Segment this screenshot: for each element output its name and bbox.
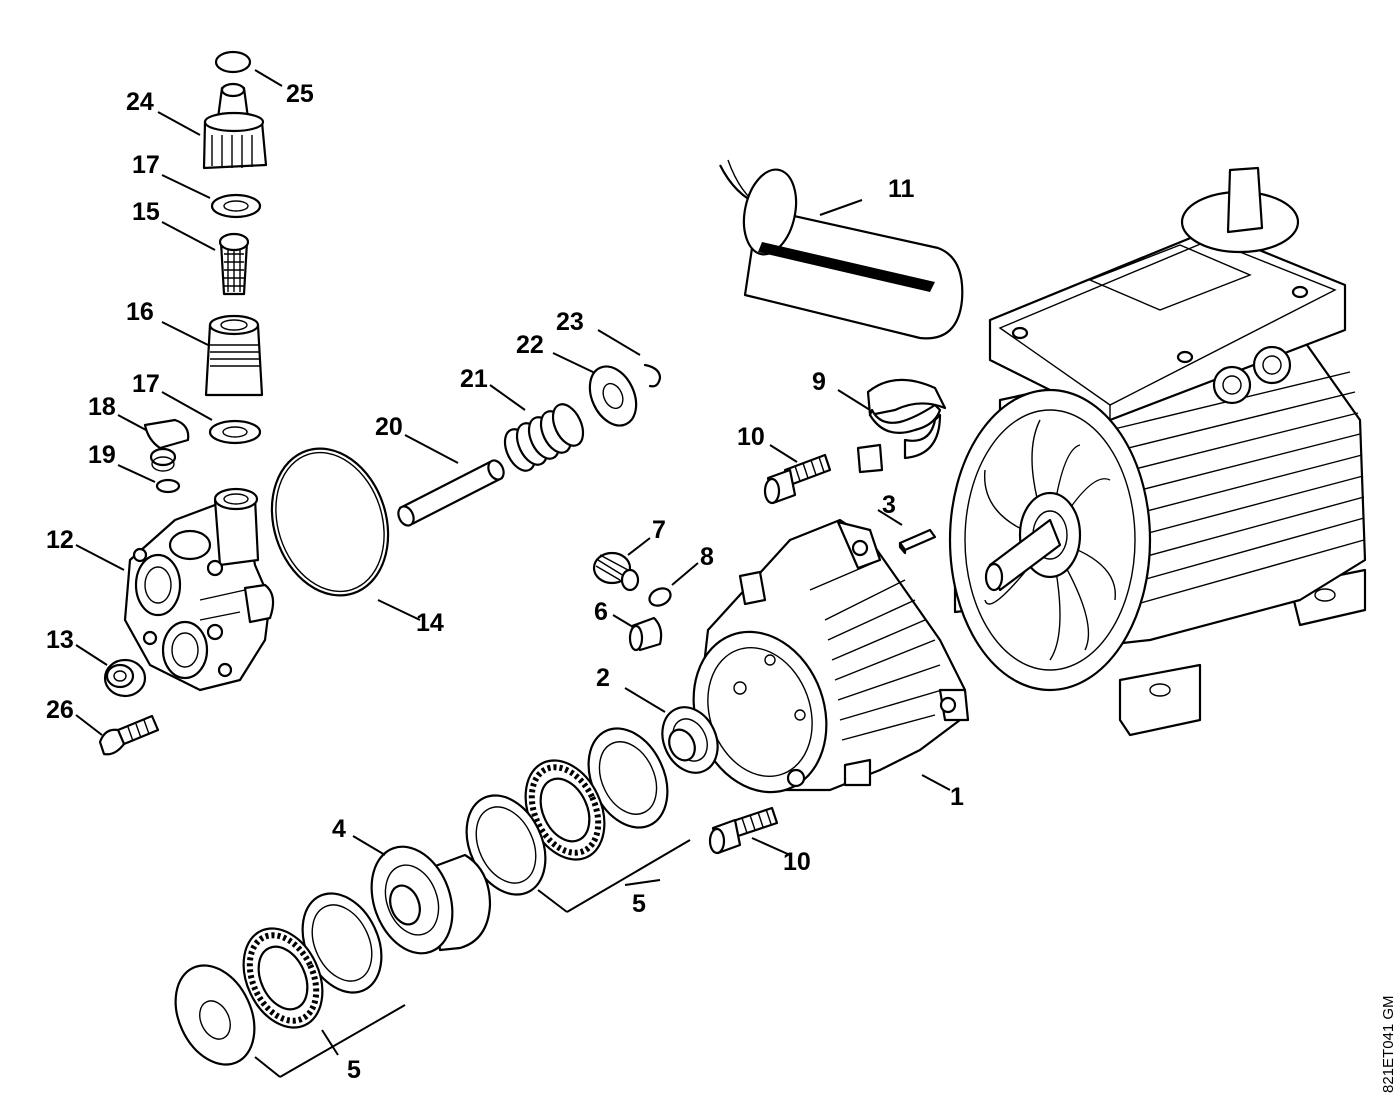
callout-14: 14 (416, 609, 444, 637)
callout-20: 20 (375, 413, 403, 441)
part-5-thrust-washer-lower-b (174, 964, 256, 1066)
part-24-hose-connector (202, 82, 268, 170)
callout-25: 25 (286, 80, 314, 108)
part-8-o-ring (648, 587, 672, 607)
callout-9: 9 (812, 368, 826, 396)
part-25-o-ring (214, 50, 252, 74)
callout-15: 15 (132, 198, 160, 226)
part-21-spring (503, 403, 585, 472)
drawing-code: 821ET041 GM (1380, 995, 1397, 1093)
part-10-bolt-upper (763, 453, 832, 505)
part-10-bolt-lower (708, 806, 779, 855)
callout-22: 22 (516, 331, 544, 359)
callout-5-lower: 5 (347, 1056, 361, 1084)
part-14-o-ring-large (270, 447, 390, 597)
callout-2: 2 (596, 664, 610, 692)
callout-17-upper: 17 (132, 151, 160, 179)
part-13-valve (103, 658, 147, 698)
part-6-sleeve (628, 616, 663, 652)
callout-23: 23 (556, 308, 584, 336)
part-7-plug (592, 551, 640, 592)
callout-8: 8 (700, 543, 714, 571)
callout-16: 16 (126, 298, 154, 326)
part-22-spring-plate (588, 365, 638, 427)
part-20-piston (397, 459, 505, 527)
callout-18: 18 (88, 393, 116, 421)
callout-7: 7 (652, 516, 666, 544)
part-11-capacitor (719, 159, 964, 340)
callout-19: 19 (88, 441, 116, 469)
callout-17-lower: 17 (132, 370, 160, 398)
part-3-key (898, 528, 937, 555)
part-15-filter (218, 232, 250, 296)
callout-1: 1 (950, 783, 964, 811)
part-9-clamp (856, 378, 947, 474)
part-2-shaft-seal (661, 706, 719, 774)
part-23-circlip (643, 363, 662, 388)
callout-10-lower: 10 (783, 848, 811, 876)
part-12-pump-head (123, 487, 275, 692)
part-1-housing (692, 518, 970, 794)
part-5-needle-bearing-upper (524, 759, 606, 861)
callout-24: 24 (126, 88, 154, 116)
callout-12: 12 (46, 526, 74, 554)
part-18-cap (143, 418, 190, 472)
callout-21: 21 (460, 365, 488, 393)
part-4-swash-plate (370, 845, 492, 955)
callout-labels: 25 24 17 15 16 17 18 19 12 13 26 14 20 2… (46, 80, 964, 1084)
part-19-o-ring-small (155, 478, 181, 494)
callout-6: 6 (594, 598, 608, 626)
callout-13: 13 (46, 626, 74, 654)
callout-5-upper: 5 (632, 890, 646, 918)
callout-4: 4 (332, 815, 346, 843)
electric-motor (948, 166, 1367, 737)
part-26-screw (98, 714, 160, 756)
callout-26: 26 (46, 696, 74, 724)
part-16-nipple (204, 314, 264, 397)
part-5-needle-bearing-lower (242, 927, 324, 1029)
part-17-seal-ring-upper (210, 193, 262, 219)
leader-lines (75, 69, 951, 1078)
callout-11: 11 (888, 175, 915, 203)
callout-10-upper: 10 (737, 423, 765, 451)
part-17-seal-ring-lower (208, 419, 262, 445)
callout-3: 3 (882, 491, 896, 519)
